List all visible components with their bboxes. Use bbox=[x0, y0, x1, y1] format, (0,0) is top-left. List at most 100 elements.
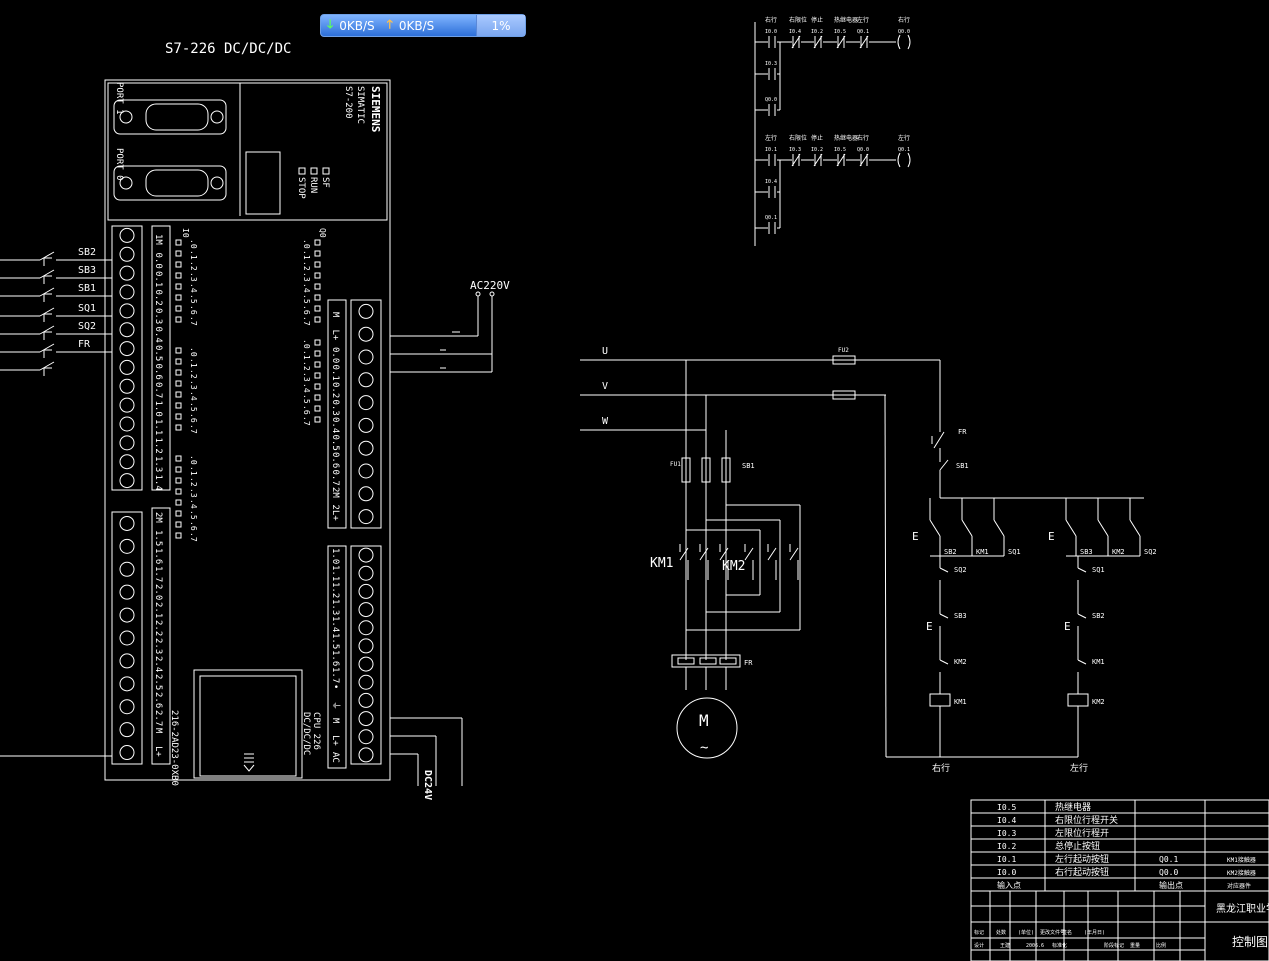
rung1-desc: 停止 bbox=[811, 16, 823, 24]
phase-label-v: V bbox=[602, 381, 608, 392]
led-label: .2 bbox=[189, 477, 198, 487]
contact-km1 bbox=[961, 519, 973, 556]
input-led bbox=[175, 272, 182, 279]
terminal-screw bbox=[119, 561, 135, 577]
terminal-label: 0.2 bbox=[330, 382, 340, 398]
led-label: .3 bbox=[189, 380, 198, 390]
led-label: .1 bbox=[302, 350, 311, 360]
status-stop: STOP bbox=[296, 177, 306, 199]
terminal-screw bbox=[119, 246, 135, 262]
download-value: 0KB/S bbox=[339, 18, 375, 33]
input-led bbox=[175, 316, 182, 323]
network-speed-widget[interactable]: 🡓 0KB/S 🡑 0KB/S 1% bbox=[320, 14, 526, 37]
terminal-screw bbox=[119, 653, 135, 669]
terminal-screw bbox=[358, 303, 374, 319]
series-label: SIMATIC bbox=[355, 86, 365, 124]
thermal-element bbox=[699, 657, 717, 665]
table-cell: Q0.1 bbox=[1159, 855, 1178, 864]
label-strip bbox=[327, 299, 347, 529]
output-led bbox=[314, 339, 321, 346]
rung2-addr: I0.2 bbox=[811, 147, 823, 153]
led-label: .4 bbox=[302, 283, 311, 293]
terminal-label: 2.0 bbox=[153, 584, 163, 600]
output-led bbox=[314, 350, 321, 357]
output-led bbox=[314, 394, 321, 401]
io-led-columns: I0.0.1.2.3.4.5.6.7.0.1.2.3.4.5.6.7.0.1.2… bbox=[175, 228, 327, 542]
main-contact bbox=[719, 544, 729, 580]
terminal-screw bbox=[119, 607, 135, 623]
left-top-terminal-strip bbox=[111, 225, 143, 491]
led-label: .4 bbox=[189, 499, 198, 509]
right-top-terminal-strip bbox=[350, 299, 382, 529]
output-led bbox=[314, 261, 321, 268]
terminal-label: 1.5 bbox=[330, 633, 340, 649]
terminal-label: • bbox=[330, 684, 340, 689]
terminal-screw bbox=[358, 417, 374, 433]
input-led bbox=[175, 391, 182, 398]
led-label: .5 bbox=[189, 402, 198, 412]
terminal-label: 2.7 bbox=[153, 710, 163, 726]
table-cell: 热继电器 bbox=[1055, 801, 1091, 813]
led-label: .2 bbox=[302, 361, 311, 371]
rung1-coil-desc: 右行 bbox=[898, 16, 910, 24]
led-label: .5 bbox=[302, 394, 311, 404]
terminal-screw bbox=[119, 699, 135, 715]
led-label: .1 bbox=[189, 250, 198, 260]
motor-ac-symbol: ~ bbox=[700, 740, 708, 756]
rung1-desc: 热继电器 bbox=[834, 16, 858, 24]
rung2-addr: I0.1 bbox=[765, 147, 777, 153]
led-label: .6 bbox=[189, 413, 198, 423]
status-run: RUN bbox=[308, 177, 318, 193]
table-cell: I0.1 bbox=[997, 855, 1016, 864]
output-led bbox=[314, 405, 321, 412]
rung1-addr: I0.2 bbox=[811, 29, 823, 35]
input-label-fr: FR bbox=[78, 339, 91, 350]
terminal-label: ⏚ bbox=[330, 701, 341, 710]
terminal-label: 0.4 bbox=[330, 417, 340, 433]
led-label: .1 bbox=[189, 466, 198, 476]
left-bottom-terminal-strip bbox=[111, 511, 143, 765]
fuse-fu1 bbox=[721, 457, 731, 483]
led-label: .7 bbox=[189, 424, 198, 434]
terminal-screw bbox=[358, 395, 374, 411]
subseries-label: S7-200 bbox=[343, 86, 353, 119]
terminal-screw bbox=[119, 630, 135, 646]
rung2-desc: 热继电器 bbox=[834, 134, 858, 142]
terminal-label: 2.6 bbox=[153, 692, 163, 708]
input-label-sq1: SQ1 bbox=[78, 303, 96, 314]
led-label: .6 bbox=[189, 521, 198, 531]
nc-slash bbox=[836, 35, 846, 49]
table-cell: I0.4 bbox=[997, 816, 1016, 825]
push-button-symbol: E bbox=[1048, 530, 1055, 543]
led-label: .6 bbox=[302, 305, 311, 315]
switch-contact bbox=[39, 325, 55, 335]
output-led bbox=[314, 361, 321, 368]
input-led bbox=[175, 347, 182, 354]
led-label: .6 bbox=[189, 305, 198, 315]
led-label: .2 bbox=[302, 261, 311, 271]
terminal-screw bbox=[119, 722, 135, 738]
terminal-label: M bbox=[330, 312, 340, 318]
terminal-screw bbox=[119, 284, 135, 300]
control-neutral bbox=[884, 394, 887, 758]
terminal-screw bbox=[119, 745, 135, 761]
output-led bbox=[314, 416, 321, 423]
contact-km2 bbox=[1097, 519, 1109, 556]
col2-label-km1: KM1 bbox=[1092, 658, 1105, 666]
terminal-screw bbox=[119, 515, 135, 531]
led-label: .3 bbox=[302, 372, 311, 382]
download-speed: 🡓 0KB/S bbox=[321, 15, 381, 36]
terminal-screw bbox=[358, 326, 374, 342]
row2-label-sq2: SQ2 bbox=[1144, 548, 1157, 556]
ac-supply: AC220V bbox=[390, 279, 510, 373]
contact-sq2 bbox=[939, 567, 949, 584]
input-led bbox=[175, 413, 182, 420]
led-label: .7 bbox=[189, 316, 198, 326]
terminal-label: M bbox=[330, 718, 340, 724]
terminal-screw bbox=[358, 602, 374, 618]
contact-sb3 bbox=[1065, 519, 1077, 556]
terminal-label: 1.3 bbox=[153, 456, 163, 472]
input-led bbox=[175, 261, 182, 268]
